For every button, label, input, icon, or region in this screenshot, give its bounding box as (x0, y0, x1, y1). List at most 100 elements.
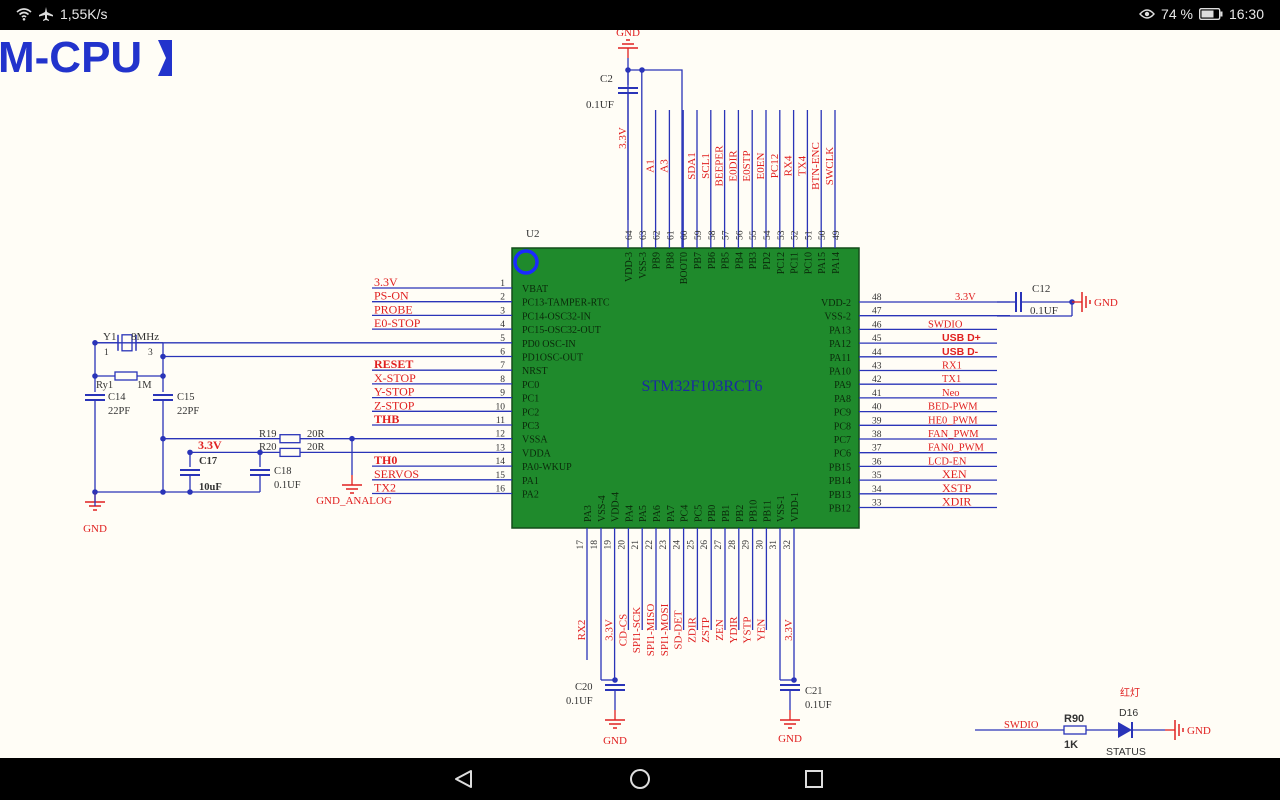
junction-dot (791, 677, 797, 683)
net-label: PS-ON (374, 289, 409, 303)
back-button[interactable] (444, 764, 484, 794)
gnd-label: GND (1094, 297, 1118, 309)
junction-dot (639, 67, 645, 73)
pin-name: PC5 (693, 505, 704, 522)
net-label: TX4 (796, 155, 808, 176)
pin-number: 47 (872, 307, 882, 317)
pin-name: PC8 (834, 421, 851, 432)
pin-number: 43 (872, 362, 882, 372)
pin-number: 5 (500, 334, 505, 344)
pin-number: 63 (639, 230, 649, 240)
pin-name: PC13-TAMPER-RTC (522, 298, 610, 309)
pin-name: PA2 (522, 490, 539, 501)
pin-number: 38 (872, 430, 882, 440)
net-label: ZSTP (700, 617, 712, 643)
home-button[interactable] (620, 764, 660, 794)
pin-number: 45 (872, 334, 882, 344)
pin-number: 46 (872, 320, 882, 330)
net-label: E0STP (741, 150, 753, 181)
pin-name: PC2 (522, 407, 539, 418)
pin-name: VDD-3 (624, 252, 635, 282)
net-label: USB D+ (942, 332, 981, 344)
net-label: 3.3V (374, 275, 398, 289)
junction-dot (160, 435, 166, 442)
net-label: YSTP (742, 617, 754, 644)
pin-number: 16 (496, 485, 506, 495)
gnd-label: GND (83, 523, 107, 535)
pin-name: PB12 (829, 504, 851, 515)
r90-value: 1K (1064, 739, 1078, 751)
pin-name: PB13 (829, 490, 851, 501)
wifi-icon (16, 8, 32, 21)
pin-name: PA0-WKUP (522, 462, 572, 473)
net-label: YDIR (728, 616, 740, 644)
net-label: THB (374, 412, 399, 426)
junction-dot (160, 489, 166, 495)
status-net-label: SWDIO (1004, 720, 1039, 731)
net-label: FAN_PWM (928, 429, 979, 440)
net-label: Y-STOP (374, 385, 415, 399)
pin-name: VBAT (522, 284, 548, 295)
network-speed: 1,55K/s (60, 6, 108, 22)
net-label: X-STOP (374, 371, 416, 385)
vdda-net-label: 3.3V (198, 438, 222, 452)
crystal-body (121, 334, 133, 352)
net-label: RX1 (942, 361, 962, 372)
c2-value: 0.1UF (586, 99, 614, 111)
pin-number: 44 (872, 348, 882, 358)
pin-number: 9 (500, 389, 505, 399)
home-icon (630, 769, 650, 789)
pin-number: 15 (496, 471, 506, 481)
pin-name: PB8 (665, 252, 676, 269)
pin-name: VDD-2 (821, 298, 851, 309)
net-label: RESET (374, 357, 413, 371)
r20-body (279, 447, 301, 458)
pin-name: PA8 (834, 394, 851, 405)
net-label: FAN0_PWM (928, 443, 984, 454)
gnd-analog-label: GND_ANALOG (316, 495, 392, 507)
pin-number: 31 (769, 540, 779, 550)
status-right: 74 % 16:30 (1139, 6, 1264, 22)
junction-dot (612, 677, 618, 683)
pin-name: VSS-1 (776, 495, 787, 522)
net-label: CD-CS (617, 614, 629, 646)
pin-number: 36 (872, 457, 882, 467)
pin-number: 48 (872, 293, 882, 303)
pin-number: 20 (617, 540, 627, 550)
pin-name: VDD-1 (790, 492, 801, 522)
pin-name: VDDA (522, 448, 552, 459)
pin-number: 18 (590, 540, 600, 550)
pin-name: PB3 (748, 252, 759, 269)
net-label: HE0_PWM (928, 415, 978, 426)
led-triangle-icon (1118, 722, 1132, 738)
pin-number: 52 (791, 230, 801, 240)
pin-number: 30 (755, 540, 765, 550)
title-bracket-icon (158, 40, 172, 76)
pin-number: 60 (680, 230, 690, 240)
pin-name: PB5 (721, 252, 732, 269)
crystal-ref: Y1 (103, 331, 116, 343)
pin-name: PD2 (762, 252, 773, 270)
d16-label: STATUS (1106, 746, 1146, 758)
r20-value: 20R (307, 442, 325, 453)
pin-name: PC10 (803, 252, 814, 274)
net-label: PC12 (769, 154, 781, 178)
net-label: A1 (645, 159, 657, 172)
pin-name: PB7 (693, 252, 704, 269)
pin-number: 42 (872, 375, 882, 385)
pin-name: PA6 (652, 505, 663, 522)
pin-number: 41 (872, 389, 882, 399)
pin1-marker-icon (513, 249, 539, 275)
pin-number: 3 (500, 306, 505, 316)
r19-value: 20R (307, 429, 325, 440)
net-label: RX2 (576, 620, 588, 641)
pin-name: PA7 (666, 505, 677, 522)
pin-number: 54 (763, 230, 773, 240)
pin-name: PA4 (624, 505, 635, 522)
pin-number: 61 (666, 230, 676, 240)
pin-name: PA9 (834, 380, 851, 391)
clock: 16:30 (1228, 6, 1264, 22)
recents-button[interactable] (794, 764, 834, 794)
